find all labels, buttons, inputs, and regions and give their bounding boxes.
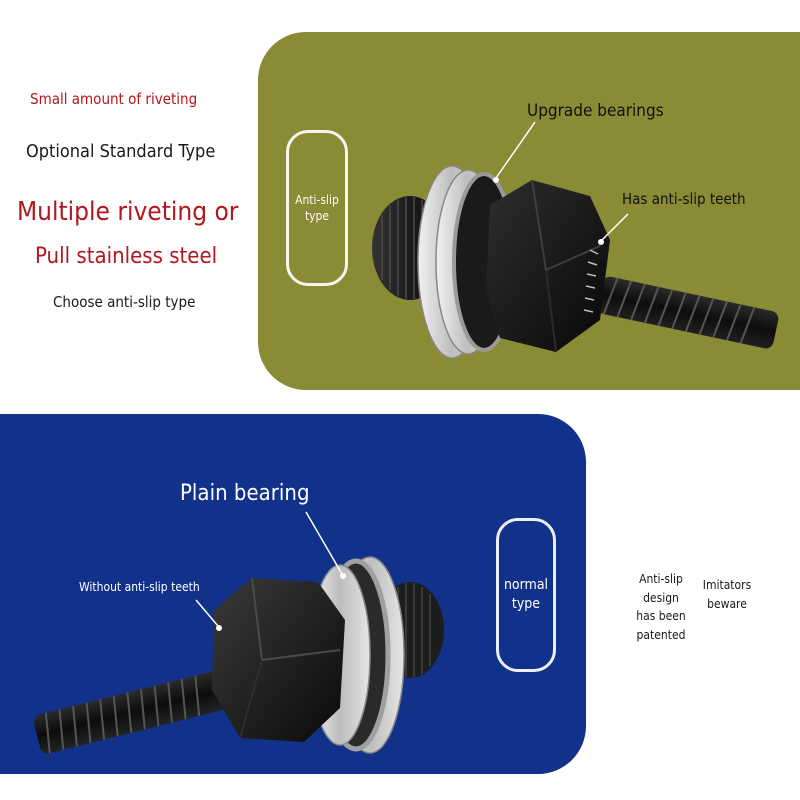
note-optional-standard: Optional Standard Type (26, 141, 216, 162)
antislip-teeth (583, 249, 599, 313)
note-small-riveting: Small amount of riveting (30, 90, 198, 108)
callout-antislip-teeth: Has anti-slip teeth (622, 190, 746, 208)
antislip-hex-nut (486, 179, 610, 353)
normal-bolt-illustration (34, 511, 444, 754)
callout-without-antislip-teeth: Without anti-slip teeth (79, 580, 200, 594)
threaded-shaft (34, 667, 245, 754)
note-multiple-riveting: Multiple riveting or (17, 197, 239, 227)
normal-type-label: normal type (503, 577, 549, 612)
note-imitators-beware: Imitators beware (702, 578, 752, 611)
note-choose-antislip: Choose anti-slip type (53, 293, 196, 311)
note-patented: Anti-slip design has been patented (636, 572, 686, 642)
note-pull-stainless: Pull stainless steel (35, 244, 218, 269)
antislip-bolt-illustration (372, 121, 779, 359)
callout-plain-bearing: Plain bearing (180, 481, 310, 506)
callout-upgrade-bearings: Upgrade bearings (527, 101, 664, 121)
plain-hex-nut (212, 577, 345, 742)
antislip-type-label: Anti-slip type (295, 192, 339, 223)
antislip-type-pill: Anti-slip type (286, 130, 348, 286)
normal-type-pill: normal type (496, 518, 556, 672)
threaded-shaft (597, 276, 779, 349)
